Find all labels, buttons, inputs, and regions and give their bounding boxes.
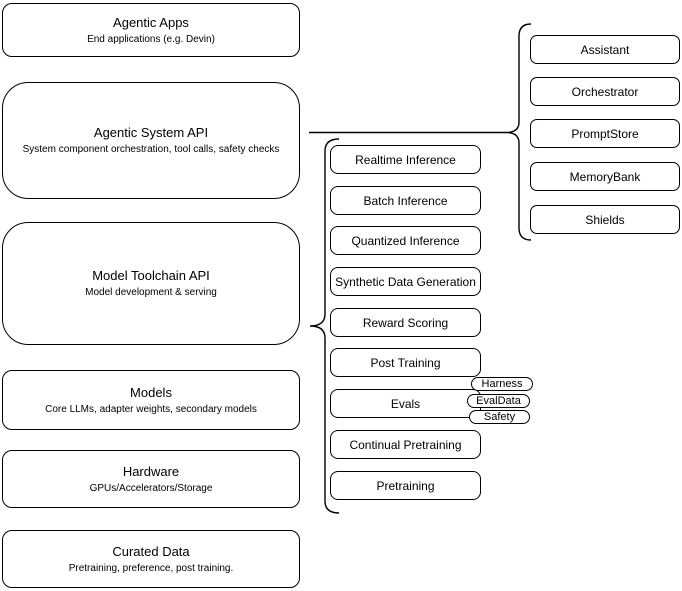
system-component-orchestrator: Orchestrator [530, 77, 680, 106]
layer-subtitle: GPUs/Accelerators/Storage [89, 482, 213, 494]
evals-tag-label: Harness [481, 378, 523, 390]
system-component-label: Shields [585, 212, 625, 227]
system-component-promptstore: PromptStore [530, 119, 680, 148]
layer-title: Model Toolchain API [92, 268, 210, 283]
system-component-assistant: Assistant [530, 35, 680, 64]
layer-agentic-apps: Agentic Apps End applications (e.g. Devi… [2, 3, 300, 57]
toolchain-item-label: Quantized Inference [351, 233, 460, 248]
toolchain-item-realtime-inference: Realtime Inference [330, 145, 481, 174]
layer-subtitle: Model development & serving [85, 287, 217, 298]
layer-subtitle: End applications (e.g. Devin) [87, 33, 215, 45]
layer-models: Models Core LLMs, adapter weights, secon… [2, 370, 300, 430]
layer-title: Agentic System API [93, 125, 209, 140]
layer-curated-data: Curated Data Pretraining, preference, po… [2, 530, 300, 588]
layer-model-toolchain-api: Model Toolchain API Model development & … [2, 222, 300, 345]
toolchain-item-label: Pretraining [376, 478, 435, 493]
layer-title: Agentic Apps [113, 14, 189, 30]
layer-hardware: Hardware GPUs/Accelerators/Storage [2, 450, 300, 508]
system-component-memorybank: MemoryBank [530, 162, 680, 191]
toolchain-item-reward-scoring: Reward Scoring [330, 308, 481, 337]
layer-title: Hardware [122, 463, 180, 479]
system-component-label: PromptStore [571, 126, 639, 141]
layer-subtitle: System component orchestration, tool cal… [22, 144, 280, 155]
toolchain-item-quantized-inference: Quantized Inference [330, 226, 481, 255]
evals-tag-harness: Harness [471, 377, 533, 391]
toolchain-item-batch-inference: Batch Inference [330, 186, 481, 215]
toolchain-item-label: Batch Inference [363, 193, 448, 208]
system-components-brace [505, 23, 532, 241]
evals-tag-label: Safety [483, 411, 516, 423]
toolchain-item-label: Realtime Inference [355, 152, 456, 167]
system-component-label: Assistant [580, 42, 630, 57]
toolchain-item-label: Evals [390, 396, 421, 411]
toolchain-item-continual-pretraining: Continual Pretraining [330, 430, 481, 459]
toolchain-item-label: Post Training [370, 355, 441, 370]
evals-tag-safety: Safety [469, 410, 530, 424]
layer-title: Models [130, 384, 172, 400]
system-component-label: MemoryBank [569, 169, 641, 184]
evals-tag-label: EvalData [476, 395, 521, 407]
system-component-shields: Shields [530, 205, 680, 234]
toolchain-item-evals: Evals [330, 389, 481, 418]
layer-subtitle: Pretraining, preference, post training. [68, 562, 234, 574]
toolchain-item-synthetic-data-generation: Synthetic Data Generation [330, 267, 481, 296]
toolchain-item-label: Reward Scoring [362, 315, 449, 330]
layer-subtitle: Core LLMs, adapter weights, secondary mo… [45, 403, 257, 415]
toolchain-item-pretraining: Pretraining [330, 471, 481, 500]
toolchain-item-post-training: Post Training [330, 348, 481, 377]
layer-agentic-system-api: Agentic System API System component orch… [2, 82, 300, 199]
layer-title: Curated Data [112, 543, 190, 559]
evals-tag-evaldata: EvalData [467, 394, 530, 408]
toolchain-item-label: Continual Pretraining [349, 437, 462, 452]
system-component-label: Orchestrator [571, 84, 639, 99]
toolchain-item-label: Synthetic Data Generation [335, 274, 476, 289]
